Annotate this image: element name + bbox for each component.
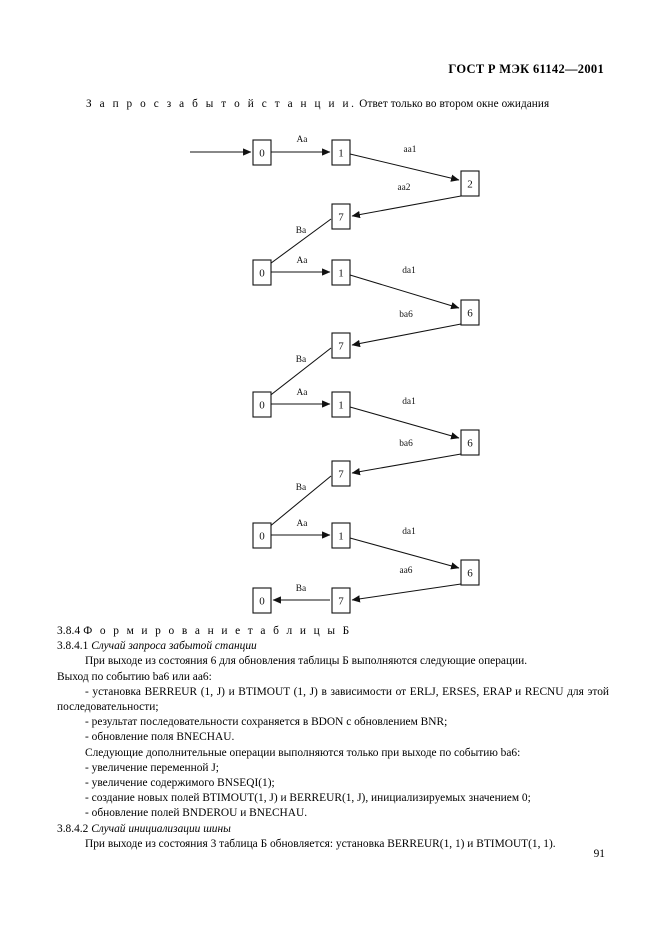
node-box-n1-0 [252, 139, 272, 166]
edge-label-n1-1-n1-2: aa1 [403, 145, 416, 155]
paragraph-3-8-4-1-p3: Следующие дополнительные операции выполн… [85, 746, 521, 759]
heading-3-8-4: 3.8.4 Ф о р м и р о в а н и е т а б л и … [57, 624, 609, 639]
edge-label-n4-0-n4-1: Aa [297, 519, 309, 529]
edge-n2-6-n2-7 [351, 323, 462, 348]
node-label-n4-7: 7 [338, 596, 344, 608]
node-label-n4-1: 1 [338, 531, 344, 543]
node-label-n4-0: 0 [259, 531, 265, 543]
node-label-n1-1: 1 [338, 148, 344, 160]
edge-label-n2-0-n2-1: Aa [297, 256, 309, 266]
node-label-n2-7: 7 [338, 341, 344, 353]
node-label-n2-6: 6 [467, 308, 473, 320]
node-box-n2-0 [252, 259, 272, 286]
node-box-n5-0 [252, 587, 272, 614]
node-box-n1-2 [460, 170, 480, 197]
bullet-3-8-4-1-b3: - обновление поля BNECHAU. [85, 731, 235, 744]
node-box-n3-6 [460, 429, 480, 456]
node-label-n1-0: 0 [259, 148, 265, 160]
edge-n3-1-n3-6 [349, 406, 460, 440]
edge-n3-6-n3-7 [351, 453, 462, 476]
bullet-3-8-4-1-b4: - увеличение переменной J; [85, 761, 219, 774]
edge-n2-7-n3-0 [262, 347, 332, 402]
edge-label-n2-1-n2-6: da1 [402, 266, 416, 276]
node-label-n2-1: 1 [338, 268, 344, 280]
node-label-n3-6: 6 [467, 438, 473, 450]
edge-label-n4-1-n4-6: da1 [402, 527, 416, 537]
edge-label-n2-7-n3-0: Ba [296, 355, 307, 365]
paragraph-3-8-4-2-p1: При выходе из состояния 3 таблица Б обно… [85, 837, 556, 850]
edge-label-n1-7-n2-0: Ba [296, 226, 307, 236]
node-box-n3-7 [331, 460, 351, 487]
document-standard-header: ГОСТ Р МЭК 61142—2001 [448, 62, 604, 76]
node-label-n1-7: 7 [338, 212, 344, 224]
node-box-n2-6 [460, 299, 480, 326]
edge-label-n3-0-n3-1: Aa [297, 388, 309, 398]
node-label-n1-2: 2 [467, 179, 473, 191]
figure-caption: З а п р о с з а б ы т о й с т а н ц и и.… [86, 98, 549, 110]
edge-n3-7-n4-0 [262, 475, 332, 533]
edge-n1-1-n1-2 [349, 153, 460, 182]
node-box-n3-1 [331, 391, 351, 418]
edge-label-n1-2-n1-7: aa2 [397, 183, 410, 193]
edge-n1-7-n2-0 [262, 218, 332, 270]
heading-3-8-4-2: 3.8.4.2 Случай инициализации шины [57, 822, 609, 837]
edge-label-n3-7-n4-0: Ba [296, 483, 307, 493]
node-label-n3-7: 7 [338, 469, 344, 481]
bullet-3-8-4-1-b5: - увеличение содержимого BNSEQI(1); [85, 777, 275, 790]
edge-n2-1-n2-6 [349, 274, 460, 310]
edge-label-n1-0-n1-1: Aa [297, 135, 309, 145]
edge-n4-6-n4-7 [351, 583, 462, 603]
node-box-n4-0 [252, 522, 272, 549]
node-label-n2-0: 0 [259, 268, 265, 280]
bullet-3-8-4-1-b2: - результат последовательности сохраняет… [85, 716, 448, 729]
body-text: 3.8.4 Ф о р м и р о в а н и е т а б л и … [57, 624, 609, 852]
edge-n4-1-n4-6 [349, 537, 460, 570]
heading-3-8-4-number: 3.8.4 [57, 625, 81, 637]
edge-label-n4-7-n5-0: Ba [296, 584, 307, 594]
heading-3-8-4-1: 3.8.4.1 Случай запроса забытой станции [57, 639, 609, 654]
node-box-n4-6 [460, 559, 480, 586]
node-label-n4-6: 6 [467, 568, 473, 580]
heading-3-8-4-2-number: 3.8.4.2 [57, 822, 89, 835]
bullet-3-8-4-1-b6: - создание новых полей BTIMOUT(1, J) и B… [85, 792, 531, 805]
node-box-n1-1 [331, 139, 351, 166]
bullet-3-8-4-1-b7: - обновление полей BNDEROU и BNECHAU. [85, 807, 308, 820]
figure-caption-spaced: З а п р о с з а б ы т о й с т а н ц и и. [86, 98, 357, 110]
node-box-n1-7 [331, 203, 351, 230]
figure-caption-normal: Ответ только во втором окне ожидания [359, 98, 550, 110]
heading-3-8-4-1-number: 3.8.4.1 [57, 640, 89, 653]
edge-label-n2-6-n2-7: ba6 [399, 310, 413, 320]
paragraph-3-8-4-1-p1: При выходе из состояния 6 для обновления… [85, 655, 528, 668]
edge-label-n3-1-n3-6: da1 [402, 397, 416, 407]
node-box-n4-7 [331, 587, 351, 614]
node-box-n4-1 [331, 522, 351, 549]
page-number: 91 [593, 848, 605, 860]
bullet-3-8-4-1-b1: - установка BERREUR (1, J) и BTIMOUT (1,… [57, 685, 609, 714]
node-label-n3-0: 0 [259, 400, 265, 412]
paragraph-3-8-4-1-p2: Выход по событию ba6 или aa6: [57, 670, 212, 683]
node-box-n3-0 [252, 391, 272, 418]
heading-3-8-4-title: Ф о р м и р о в а н и е т а б л и ц ы Б [83, 625, 352, 637]
heading-3-8-4-1-title: Случай запроса забытой станции [91, 640, 257, 653]
heading-3-8-4-2-title: Случай инициализации шины [91, 822, 231, 835]
edge-label-n3-6-n3-7: ba6 [399, 439, 413, 449]
edge-n1-2-n1-7 [351, 195, 462, 219]
node-label-n5-0: 0 [259, 596, 265, 608]
node-box-n2-7 [331, 332, 351, 359]
node-box-n2-1 [331, 259, 351, 286]
edge-label-n4-6-n4-7: aa6 [399, 566, 412, 576]
node-label-n3-1: 1 [338, 400, 344, 412]
